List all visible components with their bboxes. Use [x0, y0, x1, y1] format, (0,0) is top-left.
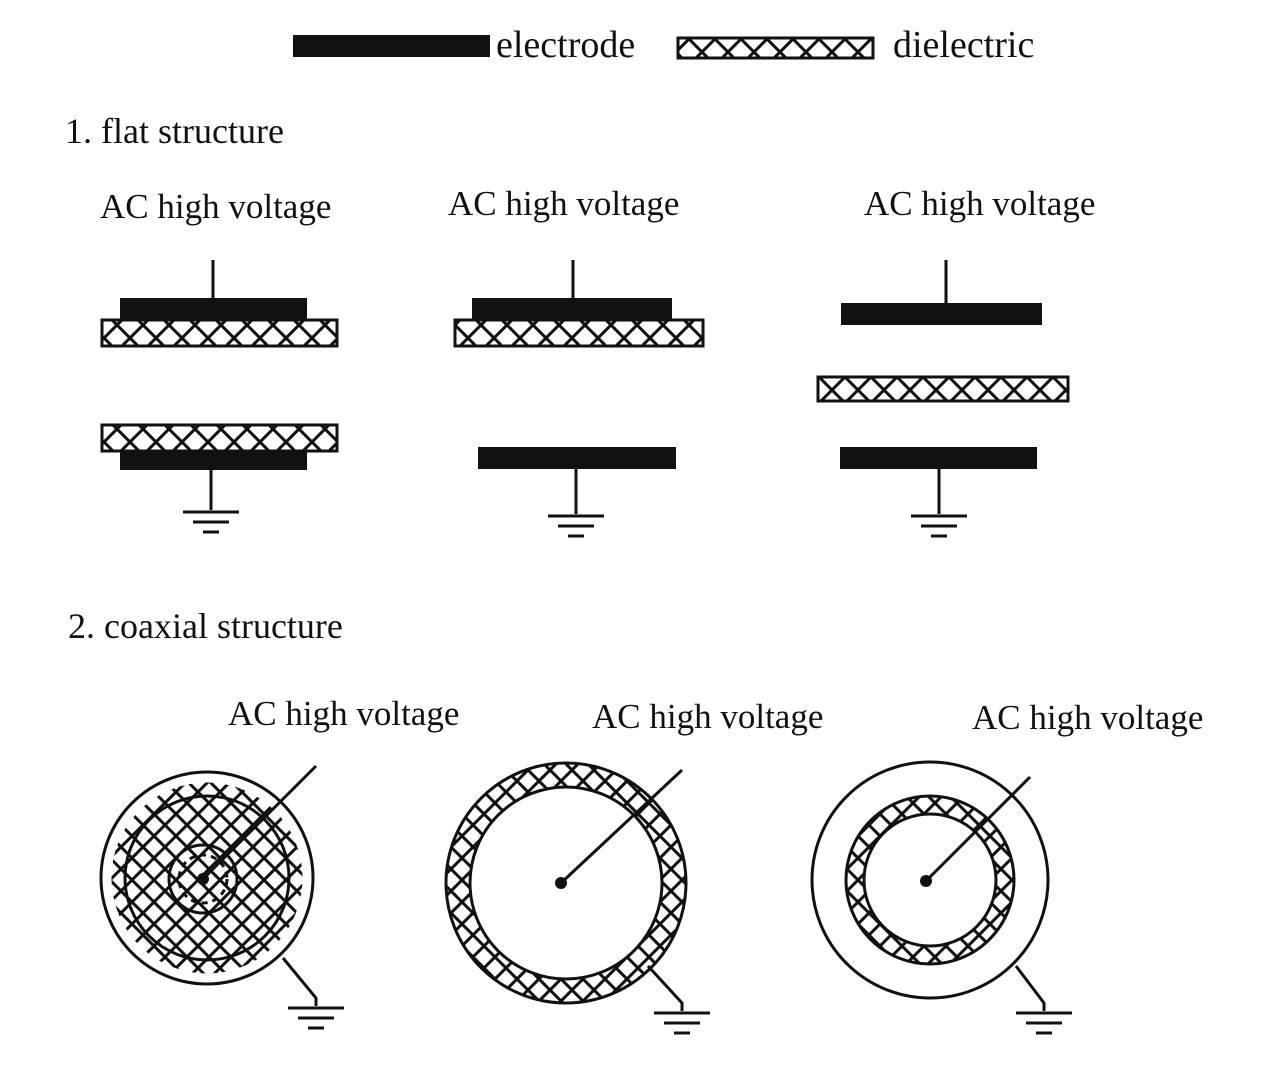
- legend-electrode-swatch: [293, 35, 490, 57]
- legend-electrode-label: electrode: [496, 24, 635, 66]
- high-voltage-terminal-icon: [201, 764, 318, 881]
- ground-icon: [546, 514, 606, 538]
- inner-dielectric: [167, 843, 239, 915]
- ground-electrode: [840, 447, 1037, 469]
- high-voltage-terminal-icon: [559, 768, 684, 885]
- ground-icon: [181, 510, 241, 534]
- ground-electrode: [120, 450, 307, 470]
- ground-icon: [652, 1011, 712, 1035]
- flat-config-double-barrier: AC high voltage: [100, 187, 339, 534]
- section-title-coaxial: 2. coaxial structure: [68, 606, 343, 646]
- coax-1-ac-label: AC high voltage: [228, 694, 459, 733]
- outer-dielectric-ring: [446, 763, 686, 1003]
- legend-dielectric-swatch: [676, 36, 875, 60]
- coaxial-config-double-barrier: AC high voltage: [99, 694, 459, 1030]
- coax-3-ac-label: AC high voltage: [972, 698, 1203, 737]
- hv-electrode: [472, 298, 672, 320]
- ground-icon: [286, 1006, 346, 1030]
- hv-electrode: [841, 303, 1042, 325]
- flat-2-ac-label: AC high voltage: [448, 184, 679, 223]
- coaxial-config-floating-barrier: AC high voltage: [810, 698, 1203, 1035]
- flat-3-ac-label: AC high voltage: [864, 184, 1095, 223]
- legend: electrode dielectric: [293, 24, 1034, 66]
- high-voltage-terminal-icon: [924, 775, 1032, 883]
- legend-dielectric-label: dielectric: [893, 24, 1034, 66]
- flat-config-floating-dielectric: AC high voltage: [816, 184, 1095, 538]
- outer-electrode-ring: [810, 760, 1050, 1000]
- dielectric-top: [100, 318, 339, 348]
- coaxial-config-single-barrier: AC high voltage: [444, 697, 823, 1035]
- section-title-flat: 1. flat structure: [65, 111, 284, 151]
- flat-1-ac-label: AC high voltage: [100, 187, 331, 226]
- ground-electrode: [478, 447, 676, 469]
- dielectric-top: [453, 318, 705, 348]
- coax-2-ac-label: AC high voltage: [592, 697, 823, 736]
- flat-config-single-barrier: AC high voltage: [448, 184, 705, 538]
- hv-electrode: [120, 298, 307, 320]
- ground-icon: [909, 514, 969, 538]
- inner-dielectric-ring: [846, 796, 1014, 964]
- dielectric-middle: [816, 375, 1070, 403]
- ground-icon: [1014, 1011, 1074, 1035]
- dielectric-bottom: [100, 423, 339, 453]
